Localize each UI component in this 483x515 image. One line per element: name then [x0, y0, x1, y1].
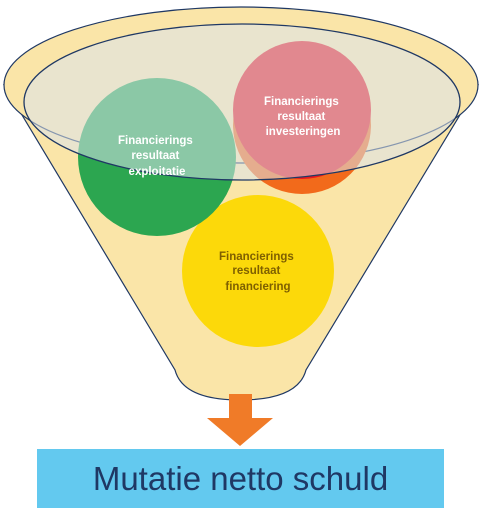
circle-investeringen-line-1: Financierings — [264, 96, 339, 108]
funnel-opening — [23, 23, 461, 181]
circle-exploitatie-line-1: Financierings — [118, 135, 193, 147]
circle-investeringen-label: Financierings resultaat investeringen — [264, 96, 342, 138]
result-box: Mutatie netto schuld — [37, 449, 444, 508]
circle-financiering-label: Financierings resultaat financiering — [219, 251, 297, 293]
circle-financiering-line-1: Financierings — [219, 251, 294, 263]
circle-investeringen-line-3: investeringen — [266, 126, 341, 138]
circle-exploitatie-label: Financierings resultaat exploitatie — [118, 135, 196, 178]
circle-exploitatie-line-3: exploitatie — [129, 166, 186, 178]
down-arrow-icon — [207, 394, 273, 446]
circle-financiering-line-2: resultaat — [232, 265, 280, 277]
circle-investeringen-line-2: resultaat — [277, 111, 325, 123]
circle-exploitatie-line-2: resultaat — [131, 150, 179, 162]
result-label: Mutatie netto schuld — [92, 459, 389, 497]
circle-financiering-line-3: financiering — [225, 281, 290, 293]
circle-financiering — [182, 195, 334, 347]
